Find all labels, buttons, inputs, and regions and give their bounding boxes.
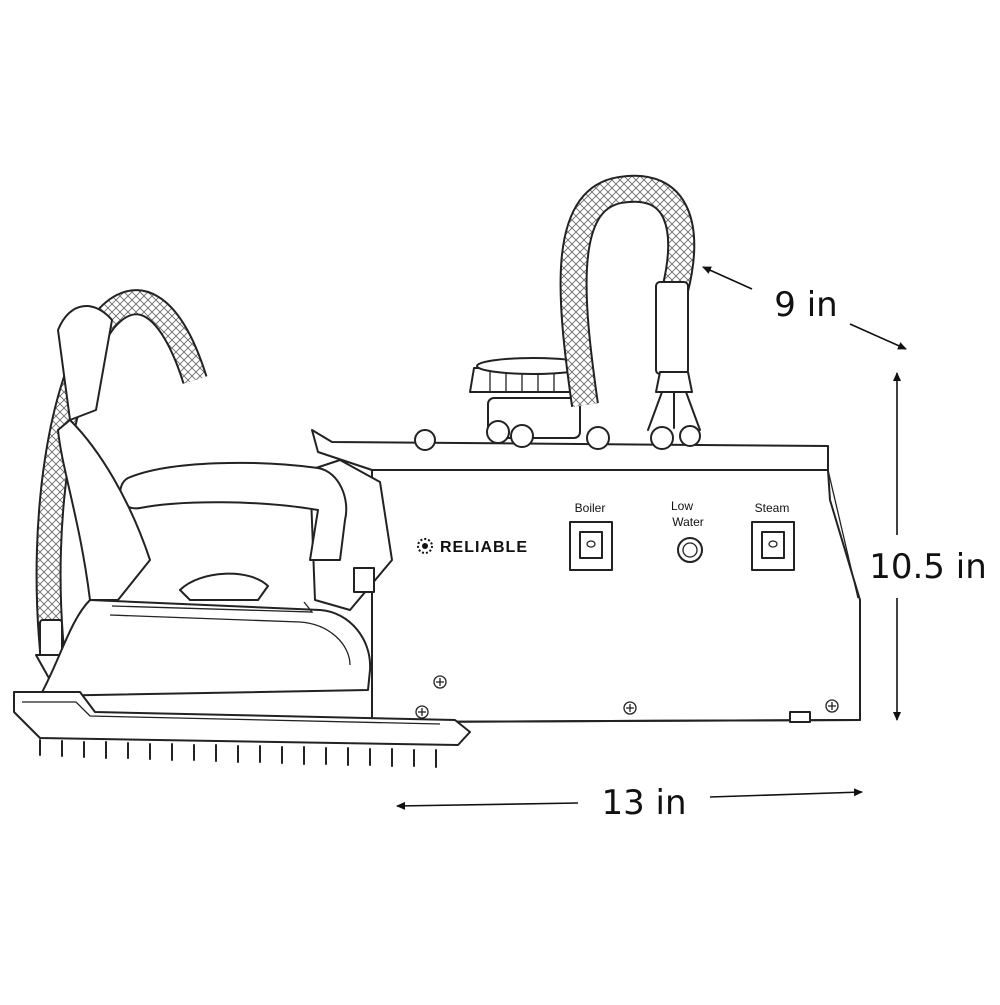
height-label: 10.5 in	[869, 547, 987, 587]
boiler-switch[interactable]	[569, 521, 613, 571]
low-water-label-line2: Water	[672, 515, 704, 529]
sunburst-icon	[417, 538, 433, 554]
steam-switch[interactable]	[751, 521, 795, 571]
brand-logo: RELIABLE	[440, 539, 528, 556]
reservoir-cap	[469, 357, 597, 439]
depth-label: 9 in	[774, 285, 837, 325]
dimension-width: 13 in	[396, 783, 863, 823]
dimension-depth: 9 in	[702, 266, 907, 350]
boiler-label: Boiler	[575, 501, 606, 515]
top-tray-fittings	[414, 420, 701, 451]
low-water-indicator-light	[677, 537, 703, 563]
steam-iron	[13, 289, 471, 768]
low-water-label-line1: Low	[671, 499, 693, 513]
screw-icon	[415, 675, 839, 719]
steam-label: Steam	[755, 501, 790, 515]
control-panel: RELIABLE Boiler Low Water Steam	[417, 499, 795, 571]
steam-generator-body	[311, 429, 861, 723]
steam-hose	[559, 174, 701, 431]
dimension-height: 10.5 in	[869, 372, 987, 721]
width-label: 13 in	[601, 783, 686, 823]
